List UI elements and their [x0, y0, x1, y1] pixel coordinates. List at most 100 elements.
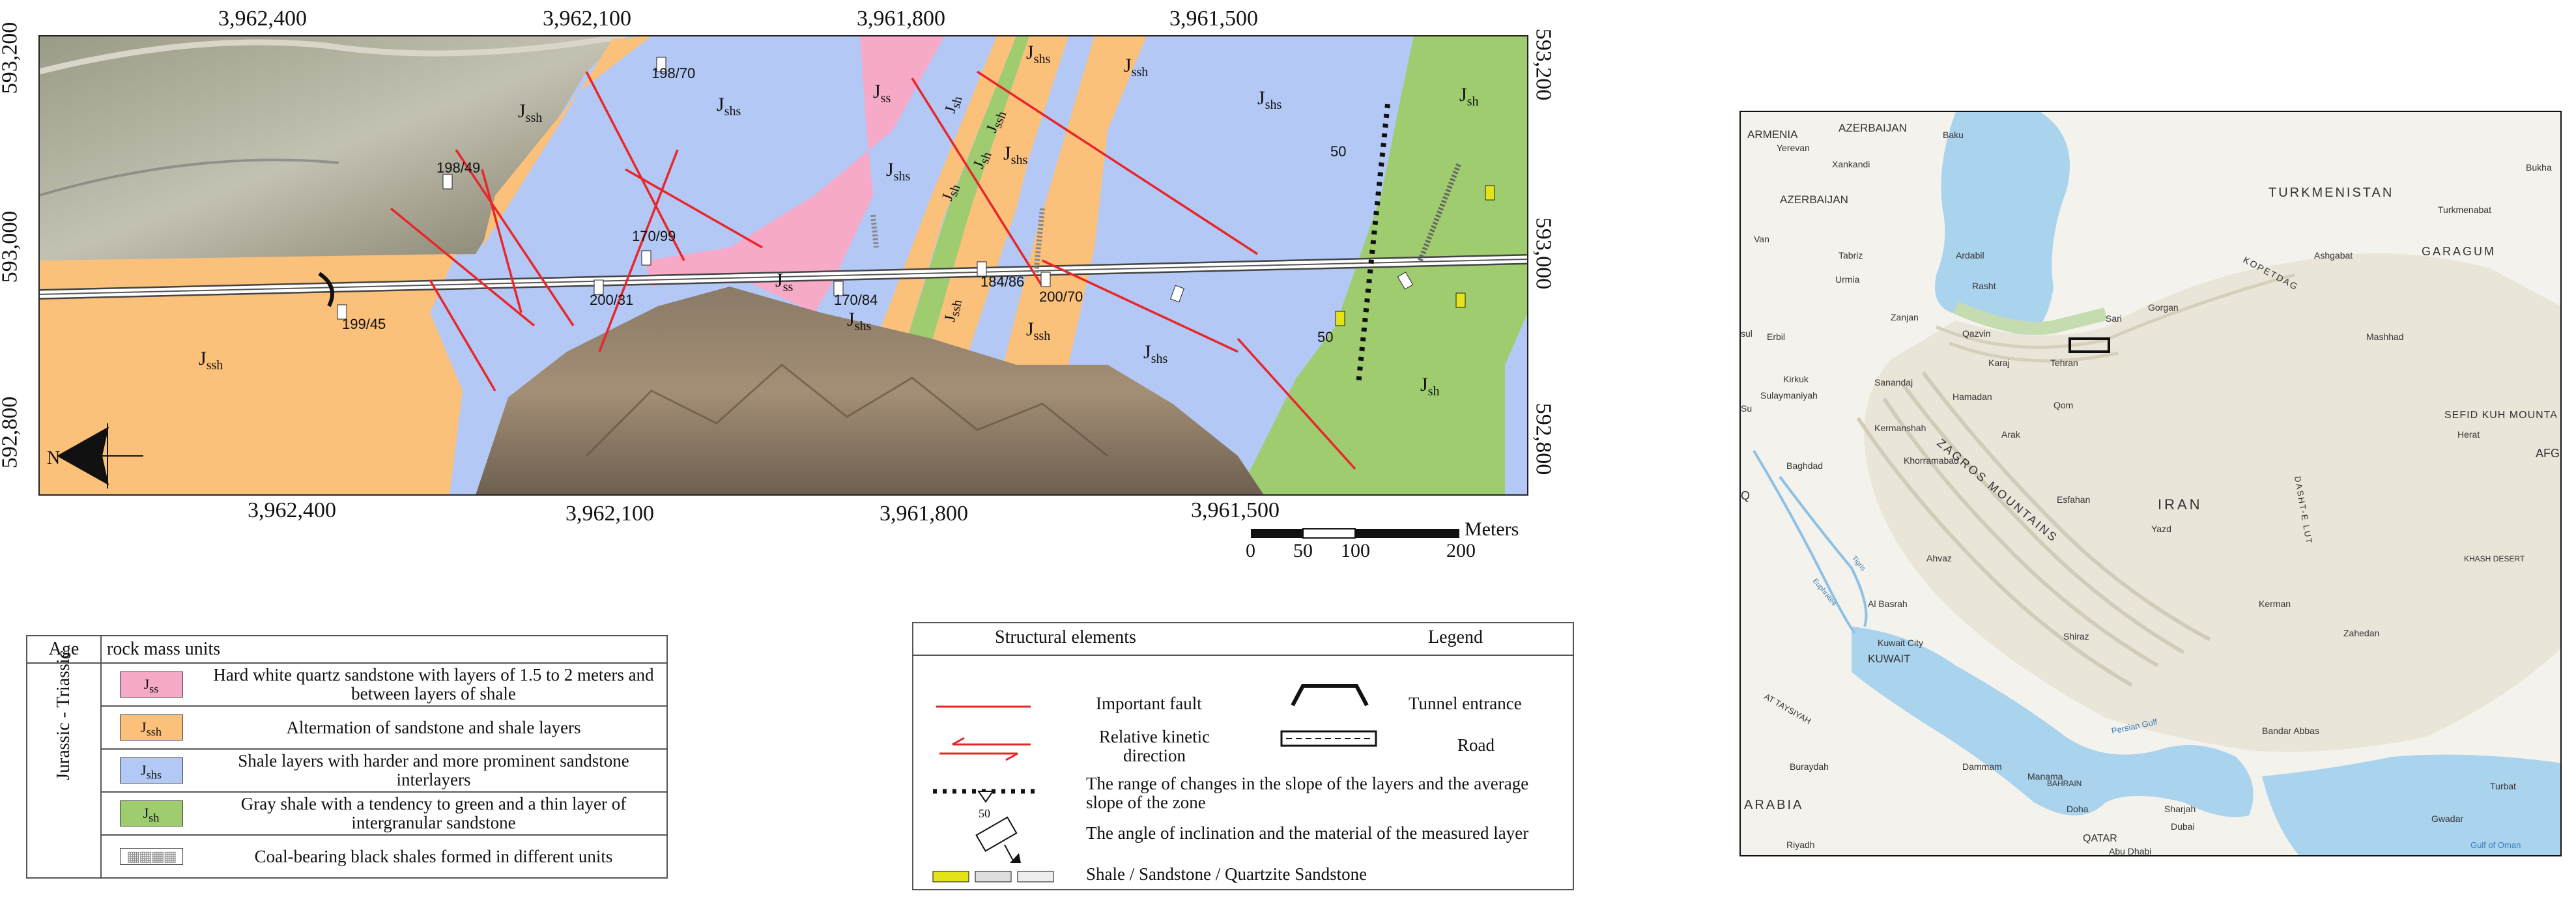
svg-text:Meters: Meters — [1465, 518, 1519, 540]
unit-label-ssh: Jssh — [199, 348, 223, 373]
swatch-shs: Jshs — [119, 757, 183, 784]
bottom-x-tick: 3,961,800 — [880, 501, 968, 526]
unit-label-ssh: Jssh — [518, 100, 542, 125]
road-symbol — [1280, 730, 1377, 747]
rock-units-legend: Age rock mass units Jurassic - Triassic … — [26, 635, 668, 879]
top-x-tick: 3,962,100 — [543, 7, 631, 31]
svg-text:Rasht: Rasht — [1972, 281, 1996, 291]
svg-text:Kermanshah: Kermanshah — [1874, 423, 1926, 433]
svg-text:KHASH DESERT: KHASH DESERT — [2464, 554, 2525, 563]
unit-label-ss: Jss — [873, 81, 891, 106]
svg-text:198/70: 198/70 — [651, 65, 695, 81]
legend-desc: Gray shale with a tendency to green and … — [201, 791, 668, 836]
unit-label-shs: Jshs — [1143, 341, 1167, 366]
svg-text:170/84: 170/84 — [834, 292, 878, 308]
bottom-x-tick: 3,962,100 — [565, 501, 654, 526]
bottom-x-tick: 3,961,500 — [1191, 498, 1280, 522]
top-x-tick: 3,961,500 — [1169, 7, 1258, 31]
unit-ss — [645, 36, 945, 313]
legend-desc: Shale layers with harder and more promin… — [201, 748, 668, 793]
unit-sh-strip — [899, 36, 1029, 365]
svg-text:Gwadar: Gwadar — [2431, 813, 2463, 824]
structural-symbols: 50 — [932, 684, 1377, 883]
map-canvas: Jssh Jssh Jshs Jss Jss Jshs Jshs Jshs Js… — [38, 35, 1528, 560]
svg-text:Arak: Arak — [2001, 429, 2021, 440]
svg-text:Dubai: Dubai — [2171, 821, 2195, 832]
unit-label-ssh: Jssh — [1124, 55, 1148, 79]
slope-range-line — [1356, 104, 1390, 385]
country-labels: ARMENIA AZERBAIJAN AZERBAIJAN TURKMENIST… — [1744, 122, 2562, 844]
slope-label: 50 — [1330, 143, 1346, 160]
city-labels: Yerevan Baku Xankandi Tabriz Ardabil Ras… — [1754, 130, 2552, 855]
svg-text:Gorgan: Gorgan — [2148, 302, 2179, 313]
svg-text:Ashgabat: Ashgabat — [2314, 250, 2353, 261]
svg-text:Shiraz: Shiraz — [2063, 631, 2089, 642]
unit-label-ssh: Jssh — [941, 298, 965, 324]
svg-text:Herat: Herat — [2457, 429, 2480, 440]
kinetic-symbol — [939, 737, 1031, 761]
svg-text:Buraydah: Buraydah — [1790, 761, 1829, 772]
svg-text:Zahedan: Zahedan — [2343, 628, 2379, 638]
svg-text:Erbil: Erbil — [1767, 332, 1785, 342]
svg-text:199/45: 199/45 — [342, 316, 386, 332]
materials-label: Shale / Sandstone / Quartzite Sandstone — [1086, 864, 1367, 884]
legend-desc: Hard white quartz sandstone with layers … — [201, 662, 668, 707]
north-arrow — [57, 423, 143, 488]
location-map-canvas: ARMENIA AZERBAIJAN AZERBAIJAN TURKMENIST… — [1741, 112, 2562, 855]
zagros-relief — [1856, 371, 2211, 687]
iran-territory — [1864, 253, 2560, 752]
svg-text:Ardabil: Ardabil — [1956, 250, 1984, 261]
svg-text:Q: Q — [1741, 489, 1750, 502]
persian-gulf — [1852, 627, 2254, 817]
unit-ssh-left — [39, 254, 463, 495]
mountain-satellite-area — [476, 287, 1264, 495]
svg-text:AT TAYSIYAH: AT TAYSIYAH — [1763, 692, 1813, 726]
unit-label-sh: Jsh — [942, 94, 966, 116]
svg-text:Al Basrah: Al Basrah — [1868, 599, 1908, 609]
svg-text:TURKMENISTAN: TURKMENISTAN — [2268, 186, 2394, 200]
svg-text:Esfahan: Esfahan — [2057, 494, 2090, 505]
svg-text:Karaj: Karaj — [1988, 358, 2010, 368]
unit-label-shs: Jshs — [1026, 42, 1050, 66]
attitude-measurements: 198/70 198/49 170/99 200/31 199/45 170/8… — [337, 57, 1495, 332]
swatch-sh: Jsh — [119, 800, 183, 826]
gulf-of-oman — [2262, 754, 2560, 855]
highway-curve — [39, 36, 626, 75]
slope-range-symbol — [933, 789, 1037, 803]
svg-text:Kirkuk: Kirkuk — [1783, 374, 1809, 384]
svg-text:Yerevan: Yerevan — [1777, 143, 1810, 153]
svg-text:Kuwait City: Kuwait City — [1878, 638, 1923, 648]
svg-text:198/49: 198/49 — [436, 160, 480, 176]
svg-text:ARMENIA: ARMENIA — [1747, 128, 1798, 141]
svg-text:Sharjah: Sharjah — [2164, 804, 2196, 814]
svg-text:Su: Su — [1741, 403, 1752, 414]
scale-bar: 0 50 100 200 Meters — [1246, 518, 1519, 560]
unit-ssh-strip — [866, 36, 1016, 365]
svg-text:Manama: Manama — [2027, 771, 2063, 782]
road-label: Road — [1457, 735, 1495, 755]
legend-swatch-cell: Jsh — [100, 791, 201, 836]
unit-label-sh: Jsh — [1420, 374, 1439, 399]
svg-text:Riyadh: Riyadh — [1786, 840, 1815, 850]
legend-swatch-cell: Jss — [100, 662, 201, 707]
svg-text:Baku: Baku — [1943, 130, 1964, 140]
unit-label-sh: Jsh — [1459, 84, 1478, 109]
svg-text:Yazd: Yazd — [2151, 524, 2171, 534]
satellite-image-area — [39, 36, 625, 261]
location-map: ARMENIA AZERBAIJAN AZERBAIJAN TURKMENIST… — [1739, 111, 2562, 856]
svg-text:Sari: Sari — [2106, 313, 2122, 324]
svg-text:AFGHA: AFGHA — [2536, 447, 2562, 460]
slope-range-label: The range of changes in the slope of the… — [1086, 774, 1529, 812]
legend-header-age: Age — [26, 635, 102, 664]
svg-text:Bandar Abbas: Bandar Abbas — [2262, 726, 2319, 736]
age-cell: Jurassic - Triassic — [26, 651, 102, 879]
svg-text:GARAGUM: GARAGUM — [2422, 245, 2496, 258]
swatch-ssh: Jssh — [119, 714, 183, 741]
svg-text:Khorramabad: Khorramabad — [1904, 455, 1959, 466]
legend-swatch-cell: Jshs — [100, 748, 201, 793]
unit-ssh-strip2 — [925, 36, 1042, 365]
svg-text:0: 0 — [1246, 540, 1255, 560]
svg-text:BAHRAIN: BAHRAIN — [2047, 779, 2082, 788]
svg-text:Xankandi: Xankandi — [1832, 159, 1870, 169]
legend-desc: Altermation of sandstone and shale layer… — [201, 705, 668, 750]
